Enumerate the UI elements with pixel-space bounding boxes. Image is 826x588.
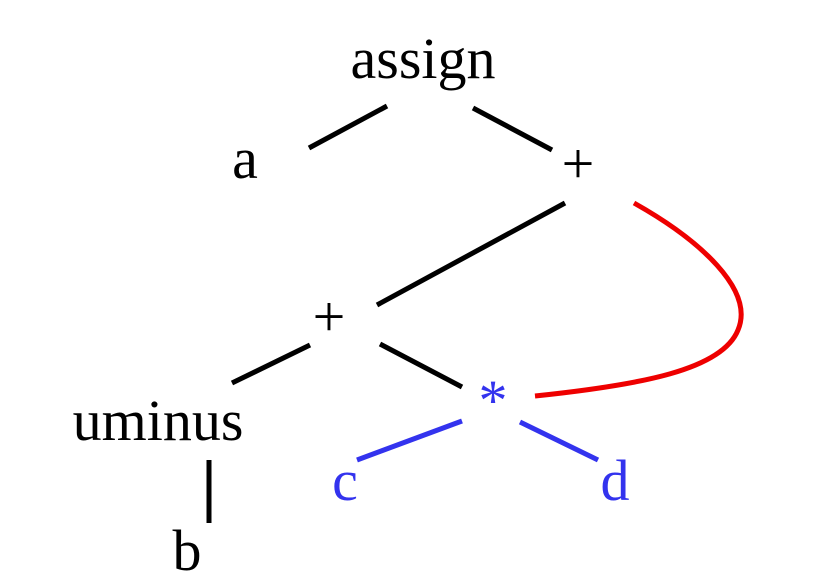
node-c: c <box>332 448 358 513</box>
edge-assign-a <box>307 103 389 151</box>
shared-subtree-link <box>534 200 744 399</box>
node-assign: assign <box>351 26 496 91</box>
edge-times-c <box>356 418 463 463</box>
edge-plus-mid-times <box>378 341 464 390</box>
node-d: d <box>601 448 630 513</box>
node-uminus: uminus <box>73 388 244 453</box>
edge-plus-mid-uminus <box>230 342 312 386</box>
edge-plus-top-plus-mid <box>375 200 567 308</box>
node-a: a <box>232 126 258 191</box>
node-b: b <box>173 518 202 583</box>
node-times: * <box>479 368 508 433</box>
node-plus-mid: + <box>313 284 346 349</box>
edge-assign-plus-top <box>471 105 554 153</box>
node-plus-top: + <box>562 131 595 196</box>
edge-times-d <box>518 419 600 463</box>
